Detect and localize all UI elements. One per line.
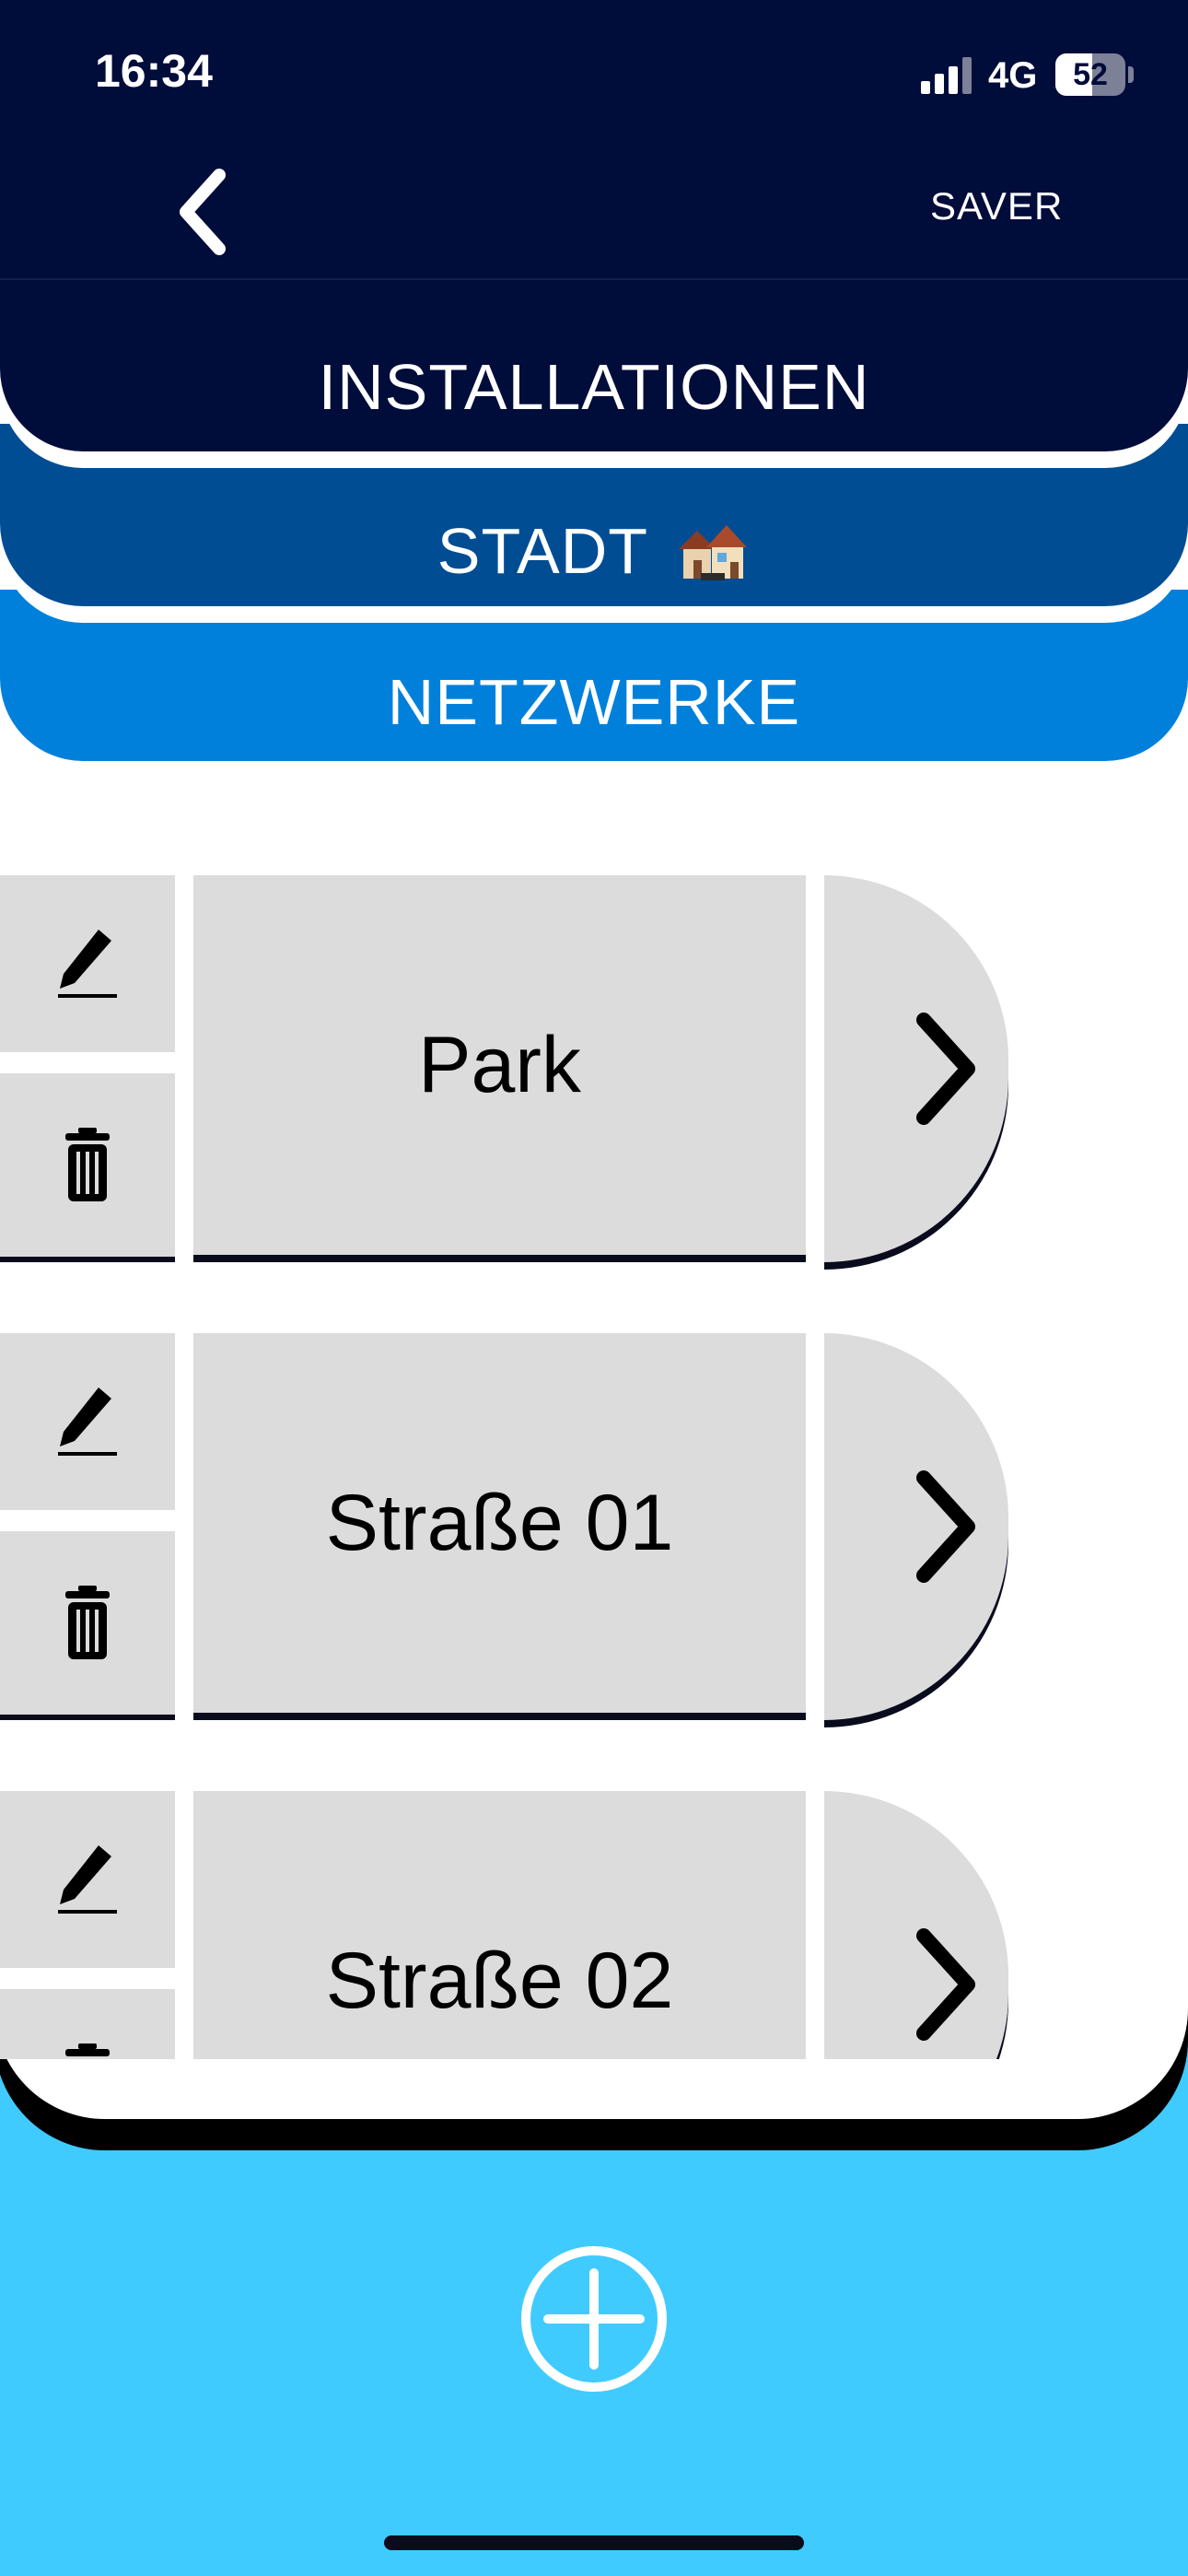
trash-icon xyxy=(65,2043,110,2056)
battery-tip xyxy=(1128,66,1134,83)
add-button[interactable] xyxy=(518,2243,670,2395)
trash-icon xyxy=(65,1585,110,1659)
edit-button[interactable] xyxy=(0,1333,175,1510)
back-button[interactable] xyxy=(166,157,239,267)
delete-button[interactable] xyxy=(0,1531,175,1720)
list-item-name[interactable]: Straße 01 xyxy=(193,1333,806,1720)
open-item-button[interactable] xyxy=(824,875,1008,1262)
battery-icon: 52 xyxy=(1055,53,1125,96)
edit-button[interactable] xyxy=(0,1791,175,1968)
open-item-button[interactable] xyxy=(824,1791,1008,2059)
tab-label: STADT xyxy=(437,515,647,587)
installation-list[interactable]: Park xyxy=(0,755,1188,2059)
chevron-right-icon xyxy=(916,1013,975,1125)
delete-button[interactable] xyxy=(0,1073,175,1262)
tab-city[interactable]: STADT xyxy=(0,424,1188,606)
tab-label: INSTALLATIONEN xyxy=(318,351,870,423)
header-divider xyxy=(0,278,1188,280)
tab-installations[interactable]: INSTALLATIONEN xyxy=(0,267,1188,451)
list-item-name[interactable]: Straße 02 xyxy=(193,1791,806,2059)
tab-label: NETZWERKE xyxy=(387,666,801,738)
chevron-right-icon xyxy=(916,1470,975,1583)
pencil-icon xyxy=(58,930,117,998)
cellular-signal-icon xyxy=(921,57,974,94)
status-time: 16:34 xyxy=(95,45,213,97)
save-button[interactable]: SAVER xyxy=(930,184,1064,228)
tab-networks[interactable]: NETZWERKE xyxy=(0,590,1188,761)
chevron-right-icon xyxy=(916,1928,975,2041)
pencil-icon xyxy=(58,1845,117,1914)
battery-percent: 52 xyxy=(1073,57,1108,92)
edit-button[interactable] xyxy=(0,875,175,1052)
plus-circle-icon xyxy=(521,2246,667,2392)
open-item-button[interactable] xyxy=(824,1333,1008,1720)
trash-icon xyxy=(65,1127,110,1201)
list-item: Straße 01 xyxy=(0,1213,1188,1720)
top-bar: 16:34 4G 52 SAVER xyxy=(0,0,1188,278)
list-item-name[interactable]: Park xyxy=(193,875,806,1262)
list-item: Park xyxy=(0,755,1188,1262)
pencil-icon xyxy=(58,1388,117,1456)
list-item: Straße 02 xyxy=(0,1671,1188,2059)
delete-button[interactable] xyxy=(0,1989,175,2059)
chevron-left-icon xyxy=(180,169,226,255)
home-indicator xyxy=(384,2535,804,2550)
houses-emoji-icon xyxy=(679,525,748,580)
network-type: 4G xyxy=(988,55,1038,96)
